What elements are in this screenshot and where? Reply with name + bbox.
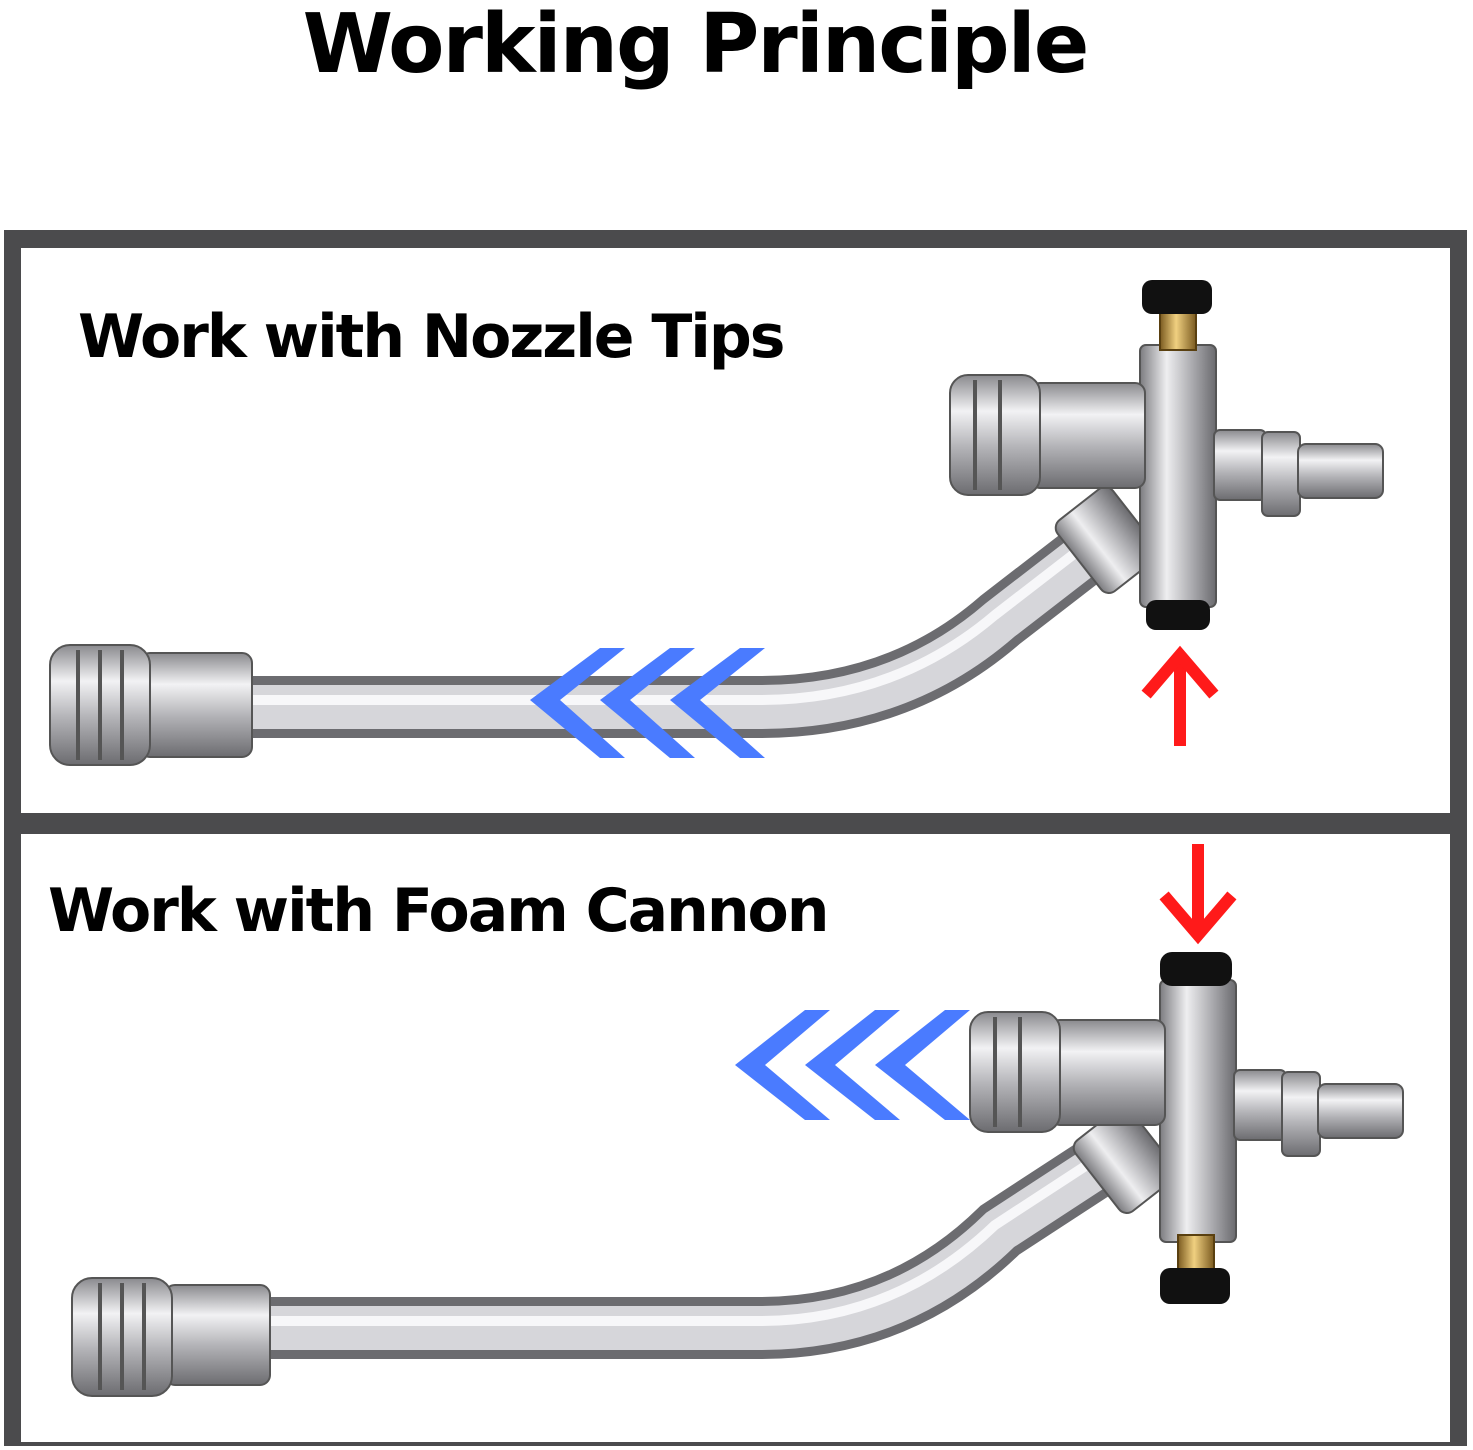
red-arrow-down-icon [1159, 844, 1237, 945]
page-title: Working Principle [302, 0, 1090, 92]
wand-assembly-nozzle [49, 280, 1384, 766]
wand-assembly-foam [71, 952, 1404, 1397]
chevron-flow-icon [530, 648, 765, 758]
panel-label-nozzle: Work with Nozzle Tips [78, 302, 786, 372]
chevron-flow-icon [735, 1010, 970, 1120]
panel-label-foam: Work with Foam Cannon [48, 876, 829, 946]
red-arrow-up-icon [1141, 645, 1219, 746]
